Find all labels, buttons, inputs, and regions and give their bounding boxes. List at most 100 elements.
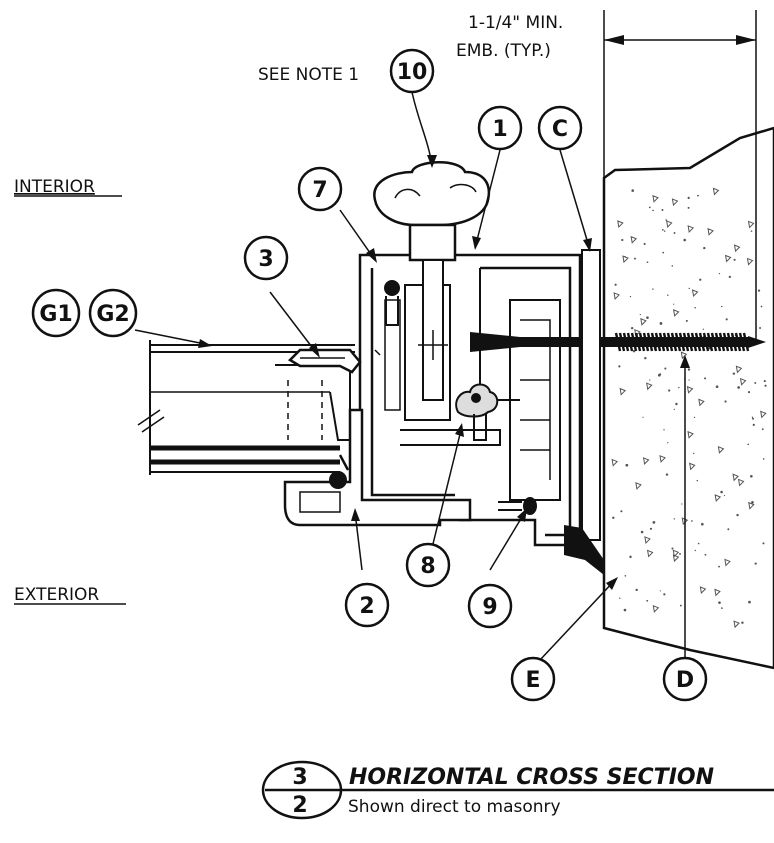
masonry-dot xyxy=(760,305,763,308)
masonry-dot xyxy=(630,326,634,330)
masonry-dot xyxy=(697,542,700,545)
callout-9: 9 xyxy=(467,583,513,629)
masonry-aggregate xyxy=(746,257,754,266)
masonry-dot xyxy=(652,520,656,524)
callout-3-text: 3 xyxy=(258,247,273,272)
masonry-aggregate xyxy=(619,387,627,396)
masonry-dot xyxy=(733,258,736,261)
callout-1-text: 1 xyxy=(492,117,507,142)
callout-7: 7 xyxy=(297,166,343,212)
screw-threads xyxy=(612,332,750,352)
masonry-dot xyxy=(675,402,678,406)
leader-lines xyxy=(134,91,686,661)
masonry-dot xyxy=(751,416,754,419)
callout-c: C xyxy=(537,105,583,151)
masonry-dot xyxy=(702,328,705,330)
masonry-dot xyxy=(671,265,674,267)
masonry-dot xyxy=(620,510,623,513)
masonry-aggregate xyxy=(640,317,647,326)
masonry-dot xyxy=(754,562,757,565)
dimension-label-line1: 1-1/4" MIN. xyxy=(468,13,563,33)
masonry-aggregate xyxy=(652,194,659,203)
masonry-dot xyxy=(693,452,695,455)
masonry-dot xyxy=(750,474,753,478)
masonry-dot xyxy=(752,423,755,426)
masonry-dot xyxy=(762,458,765,460)
masonry-dot xyxy=(693,416,696,419)
masonry-dot xyxy=(631,189,635,192)
masonry-aggregate xyxy=(646,382,653,391)
masonry-wall xyxy=(602,126,774,670)
masonry-aggregate xyxy=(733,244,741,253)
masonry-dot xyxy=(748,600,751,604)
masonry-aggregate xyxy=(646,549,654,558)
masonry-aggregate xyxy=(659,455,666,463)
masonry-aggregate xyxy=(760,410,767,419)
sealant-bead-8 xyxy=(455,383,499,441)
masonry-dot xyxy=(757,289,761,292)
masonry-dot xyxy=(747,443,750,446)
masonry-aggregate xyxy=(686,385,694,394)
masonry-aggregate xyxy=(666,220,673,228)
masonry-dot xyxy=(646,261,649,264)
callout-8: 8 xyxy=(405,542,451,588)
shim xyxy=(581,249,601,541)
masonry-dot xyxy=(642,416,644,418)
masonry-dot xyxy=(703,246,706,250)
masonry-dot xyxy=(687,368,691,371)
masonry-dot xyxy=(663,429,665,431)
masonry-dot xyxy=(664,367,667,370)
callout-7-text: 7 xyxy=(312,178,327,203)
masonry-aggregate xyxy=(613,292,620,300)
masonry-dot xyxy=(723,494,726,497)
masonry-aggregate xyxy=(634,329,641,337)
masonry-dot xyxy=(652,209,654,212)
masonry-dot xyxy=(624,575,627,577)
callout-d-text: D xyxy=(676,668,694,693)
masonry-aggregate xyxy=(689,462,696,471)
masonry-dot xyxy=(721,607,723,610)
masonry-dot xyxy=(621,238,624,242)
masonry-aggregate xyxy=(717,445,725,454)
masonry-dot xyxy=(725,318,728,321)
masonry-dot xyxy=(673,518,675,520)
callout-10: 10 xyxy=(389,48,435,94)
masonry-dot xyxy=(646,316,649,319)
masonry-dot xyxy=(635,588,638,592)
interior-label: INTERIOR xyxy=(14,177,95,197)
masonry-dot xyxy=(687,206,690,209)
masonry-dot xyxy=(750,230,753,232)
dimension-label-line2: EMB. (TYP.) xyxy=(456,41,551,61)
masonry-screw xyxy=(470,332,766,352)
masonry-dot xyxy=(741,621,744,624)
masonry-aggregate xyxy=(732,473,739,482)
masonry-aggregate xyxy=(642,457,650,465)
masonry-aggregate xyxy=(672,309,680,317)
masonry-dot xyxy=(728,275,732,279)
masonry-dot xyxy=(659,373,662,376)
masonry-dot xyxy=(751,500,754,504)
masonry-dot xyxy=(732,372,736,375)
masonry-dot xyxy=(727,528,730,531)
masonry-dot xyxy=(667,294,669,297)
masonry-dot xyxy=(639,313,641,316)
embedment-dimension xyxy=(603,10,757,340)
masonry-dot xyxy=(634,257,637,260)
masonry-dot xyxy=(673,408,675,411)
detail-number: 3 xyxy=(292,765,307,790)
masonry-dot xyxy=(763,380,766,383)
callout-g2: G2 xyxy=(88,288,138,338)
masonry-dot xyxy=(612,516,615,519)
masonry-dot xyxy=(696,479,699,482)
anchor-bolt xyxy=(373,161,491,401)
gasket-7 xyxy=(384,280,400,326)
masonry-aggregate xyxy=(707,227,714,236)
masonry-aggregate xyxy=(644,536,651,544)
masonry-dot xyxy=(679,604,682,607)
masonry-dot xyxy=(643,242,646,246)
masonry-aggregate xyxy=(671,198,679,207)
screw-shank xyxy=(612,337,748,347)
masonry-aggregate xyxy=(635,482,642,490)
masonry-dot xyxy=(764,384,767,387)
masonry-dot xyxy=(629,295,632,298)
